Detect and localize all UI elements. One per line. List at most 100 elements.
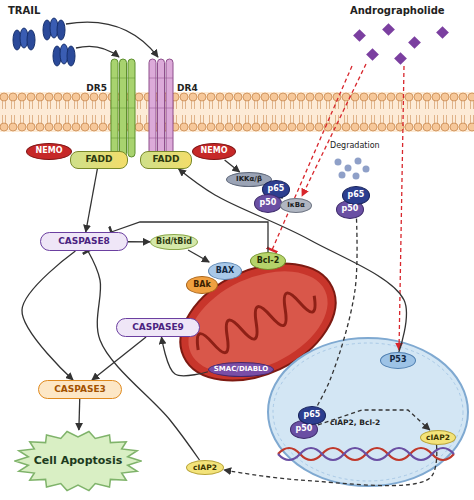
lipid-head [468, 123, 474, 131]
lipid-head [90, 123, 98, 131]
node-label: NEMO [36, 147, 63, 155]
lipid-head [432, 93, 440, 101]
lipid-head [135, 93, 143, 101]
lipid-head [369, 123, 377, 131]
lipid-head [0, 93, 8, 101]
dna-strand [278, 448, 454, 460]
lipid-head [306, 93, 314, 101]
lipid-head [261, 93, 269, 101]
lipid-head [198, 123, 206, 131]
lipid-head [459, 93, 467, 101]
cell-membrane [0, 92, 474, 132]
subunit-oval: p50 [254, 194, 282, 213]
drug-name: Andrographolide [350, 5, 445, 16]
activation-arrow [188, 250, 209, 262]
membrane-band [0, 92, 474, 132]
protein-oval: NEMO [192, 143, 236, 160]
lipid-head [216, 93, 224, 101]
lipid-head [378, 123, 386, 131]
lipid-head [189, 93, 197, 101]
lipid-head [18, 93, 26, 101]
lipid-head [279, 93, 287, 101]
node-label: SMAC/DIABLO [214, 366, 268, 373]
lipid-head [297, 123, 305, 131]
lipid-head [369, 93, 377, 101]
activation-arrow [318, 410, 430, 430]
lipid-head [405, 123, 413, 131]
lipid-head [72, 123, 80, 131]
lipid-head [252, 123, 260, 131]
lipid-head [207, 123, 215, 131]
receptor-shape [148, 58, 174, 158]
lipid-head [387, 93, 395, 101]
nuclear-envelope [268, 338, 468, 486]
node-label: cIAP2 [193, 464, 217, 472]
lipid-head [243, 123, 251, 131]
degradation-fragments [335, 158, 370, 180]
andrographolide-molecules [353, 23, 449, 65]
lipid-head [225, 123, 233, 131]
activation-arrow [179, 169, 407, 352]
lipid-head [342, 93, 350, 101]
inhibitor-oval: IκBα [280, 198, 312, 213]
lipid-head [315, 123, 323, 131]
receptor-stripe [111, 138, 135, 139]
lipid-head [135, 123, 143, 131]
gene-targets: cIAP2, Bcl-2 [330, 419, 380, 427]
subunit-oval: p65 [298, 406, 326, 425]
activation-arrow [309, 205, 357, 420]
lipid-head [378, 93, 386, 101]
node-label: FADD [85, 155, 112, 164]
binding-arrow [76, 46, 119, 57]
node-label: BAX [216, 267, 234, 275]
lipid-head [387, 123, 395, 131]
lipid-head [18, 123, 26, 131]
protein-oval: cIAP2 [420, 430, 456, 445]
inhibition-connector [88, 251, 200, 460]
lipid-head [351, 123, 359, 131]
lipid-head [297, 93, 305, 101]
node-label: p65 [304, 411, 321, 419]
receptor-stripe [149, 138, 173, 139]
lipid-head [63, 93, 71, 101]
fragment-dot [339, 172, 346, 179]
drug-inhibition-line [272, 66, 352, 250]
drug-molecule [353, 29, 366, 42]
receptor-shape [110, 58, 136, 158]
lipid-head [432, 123, 440, 131]
activation-arrow [86, 169, 98, 232]
receptor: DR5 [110, 58, 136, 158]
lipid-head [225, 93, 233, 101]
nucleus [268, 338, 468, 486]
lipid-head [396, 93, 404, 101]
trail-ligands [13, 18, 158, 66]
lipid-head [9, 93, 17, 101]
lipid-head [0, 123, 8, 131]
lipid-head [459, 123, 467, 131]
node-label: Bcl-2 [257, 257, 279, 265]
lipid-head [198, 93, 206, 101]
lipid-head [360, 93, 368, 101]
lipid-head [252, 93, 260, 101]
lipid-head [81, 93, 89, 101]
dna-strand [278, 448, 454, 460]
cristae [192, 283, 320, 362]
lipid-head [279, 123, 287, 131]
binding-arrow [66, 22, 158, 57]
node-label: p65 [348, 191, 365, 199]
lipid-head [99, 93, 107, 101]
lipid-head [36, 123, 44, 131]
fragment-dot [335, 159, 342, 166]
fragment-dot [355, 158, 362, 165]
lipid-head [45, 123, 53, 131]
receptor: DR4 [148, 58, 174, 158]
lipid-head [72, 93, 80, 101]
protein-oval: Bcl-2 [250, 252, 286, 270]
activation-arrow [225, 160, 240, 172]
lipid-head [180, 93, 188, 101]
node-label: cIAP2 [426, 434, 450, 442]
receptor-name: DR5 [86, 84, 107, 93]
drug-effect-arrow [399, 66, 404, 350]
